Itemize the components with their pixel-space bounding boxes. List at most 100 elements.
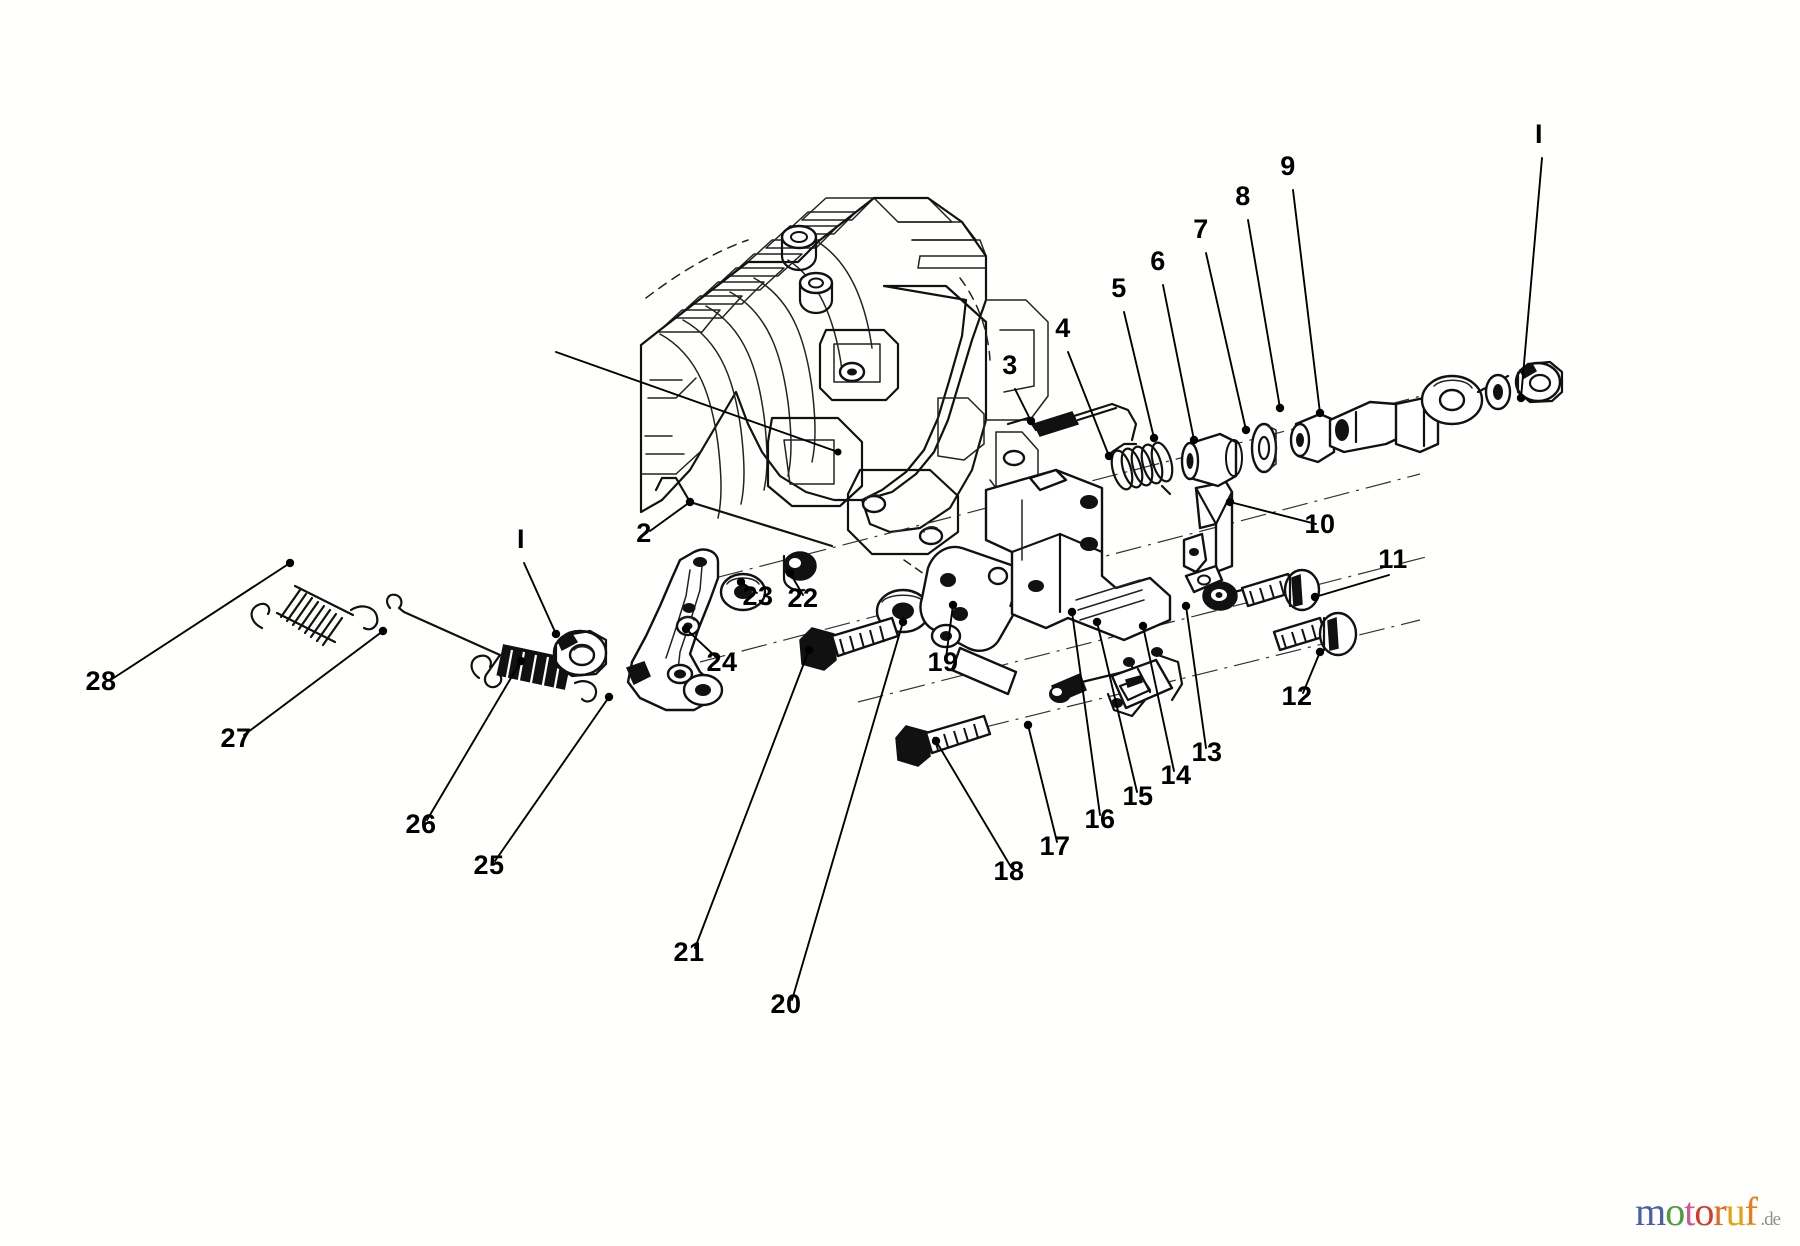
callout-leader-dot: [1092, 617, 1102, 627]
motoruf-logo: motoruf·.de: [1635, 1189, 1781, 1234]
part-3-governor-link-rod: [1006, 402, 1138, 442]
callout-10: 10: [1225, 497, 1335, 539]
part-17-cable-clamp: [1110, 658, 1174, 710]
callout-leader-line: [1520, 157, 1543, 399]
callout-8: 8: [1235, 181, 1285, 413]
callout-number: 12: [1281, 681, 1312, 711]
callout-leader-dot: [785, 568, 795, 578]
callout-number: 23: [742, 581, 773, 611]
callout-number: 9: [1280, 151, 1296, 181]
logo-letter: m: [1635, 1189, 1666, 1234]
part-11-hex-flange-screw: [1240, 568, 1321, 612]
mounting-flange: [766, 416, 864, 508]
callout-leader-dot: [1023, 720, 1033, 730]
cylinder-pointer-dot: [834, 448, 842, 456]
part-27-wire-rod: [386, 593, 503, 689]
callout-leader-line: [694, 649, 810, 949]
callout-19: 19: [927, 600, 958, 677]
part-4-governor-spring: [1110, 441, 1174, 496]
callout-number: 14: [1160, 760, 1191, 790]
motoruf-logo-letters: motoruf: [1635, 1189, 1758, 1234]
part-7-throttle-lever: [1289, 396, 1440, 464]
callout-number: 15: [1122, 781, 1153, 811]
callout-number: 22: [787, 583, 818, 613]
callout-number: 26: [405, 809, 436, 839]
callout-leader-dot: [1310, 592, 1320, 602]
callout-leader-line: [935, 740, 1012, 868]
callout-leader-line: [791, 621, 904, 1001]
callout-11: 11: [1310, 544, 1408, 602]
callout-leader-dot: [1026, 416, 1036, 426]
callout-leader-line: [1229, 501, 1317, 525]
callout-leader-line: [649, 501, 691, 532]
callout-leader-line: [426, 660, 522, 821]
callout-leader-dot: [898, 617, 908, 627]
cylinder-head-boss-2: [798, 271, 834, 315]
callout-leader-dot: [685, 497, 695, 507]
callout-15: 15: [1092, 617, 1153, 811]
part-12-hex-flange-bolt: [1272, 611, 1358, 657]
part-26-return-spring: [470, 644, 598, 703]
callout-leader-line: [1247, 219, 1281, 409]
callout-leader-line: [1071, 611, 1101, 816]
callout-number: 20: [770, 989, 801, 1019]
callout-number: 11: [1378, 544, 1408, 574]
part-5-spacer-bushing: [1180, 432, 1243, 488]
callout-leader-dot: [604, 692, 614, 702]
part-25-governor-lever: [625, 548, 724, 712]
callout-leader-line: [111, 562, 291, 680]
callout-number: 10: [1304, 509, 1335, 539]
callout-6: 6: [1150, 246, 1199, 445]
part-9-lock-washer: [1484, 373, 1512, 411]
motoruf-logo-dot: ·: [1750, 1191, 1755, 1206]
callout-number: 5: [1111, 273, 1127, 303]
callout-leader-dot: [1315, 408, 1325, 418]
callout-leader-dot: [681, 624, 691, 634]
callout-leader-line: [945, 604, 954, 659]
block-bolt-boss-a: [838, 361, 866, 383]
callout-14: 14: [1138, 621, 1191, 790]
callout-number: 21: [673, 937, 704, 967]
callout-leader-dot: [1241, 425, 1251, 435]
callout-number: 28: [85, 666, 116, 696]
callout-number: 4: [1055, 313, 1071, 343]
carb-mount-hole-a: [861, 494, 887, 514]
callout-number: I: [1535, 119, 1543, 149]
callout-13: 13: [1181, 601, 1222, 767]
callout-leader-dot: [516, 656, 526, 666]
crankcase-body: [860, 284, 988, 534]
callout-leader-dot: [948, 600, 958, 610]
callout-leader-line: [685, 628, 719, 660]
callout-layer: I987654310111213141516171819202122232425…: [85, 119, 1543, 1019]
callout-number: 13: [1191, 737, 1222, 767]
callout-9: 9: [1280, 151, 1325, 418]
carb-mount-hole-b: [918, 526, 944, 546]
part-10-control-bracket-tab: [1182, 480, 1234, 594]
callout-26: 26: [405, 656, 526, 839]
callout-leader-line: [1162, 284, 1195, 441]
callout-leader-dot: [1181, 601, 1191, 611]
callout-16: 16: [1067, 607, 1115, 834]
callout-17: 17: [1023, 720, 1070, 861]
callout-leader-line: [1067, 351, 1110, 457]
block-side-plate: [818, 328, 900, 402]
callout-leader-line: [494, 696, 610, 862]
callout-4: 4: [1055, 313, 1114, 461]
callout-leader-dot: [1067, 607, 1077, 617]
cylinder-head-body: [639, 196, 988, 514]
callout-number: I: [517, 524, 525, 554]
part-14-pivot-pin: [1151, 647, 1184, 702]
governor-main-bracket: [984, 468, 1172, 642]
logo-letter: u: [1725, 1189, 1746, 1234]
callout-leader-line: [243, 630, 384, 736]
callout-leader-dot: [1275, 403, 1285, 413]
part-20-hex-head-bolt: [799, 616, 900, 671]
callout-18: 18: [931, 736, 1024, 886]
callout-leader-dot: [1149, 433, 1159, 443]
callout-leader-dot: [285, 558, 295, 568]
callout-22: 22: [785, 568, 818, 613]
logo-letter: o: [1665, 1189, 1685, 1234]
callout-27: 27: [220, 626, 388, 753]
callout-leader-line: [523, 562, 557, 635]
